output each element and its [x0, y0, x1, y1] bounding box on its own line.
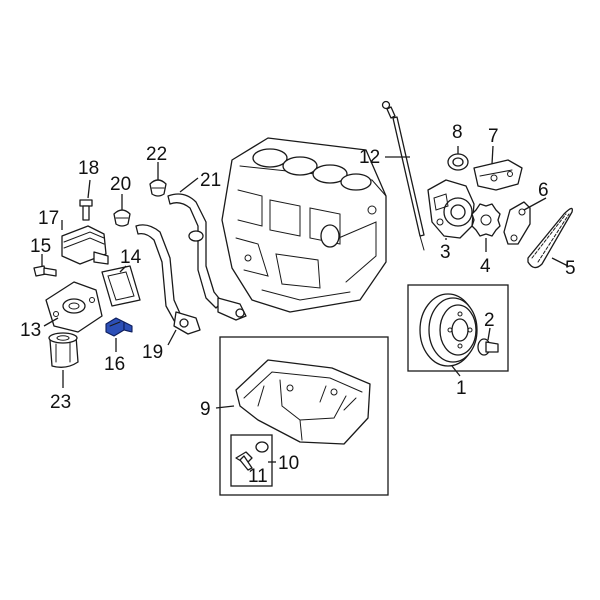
hose-clamp — [149, 179, 167, 197]
callout-9: 9 — [200, 399, 211, 420]
callout-10: 10 — [278, 453, 299, 474]
oil-pan-group-box — [219, 336, 389, 496]
leader-lines — [41, 145, 569, 463]
engine-block — [221, 137, 387, 313]
oil-pump — [427, 179, 475, 239]
oil-pump-seal — [447, 153, 469, 171]
crankshaft-pulley — [419, 293, 478, 367]
oil-filter-adapter — [45, 281, 103, 333]
oil-hose-upper — [167, 193, 247, 321]
callout-8: 8 — [452, 122, 463, 143]
callout-15: 15 — [30, 236, 51, 257]
callout-21: 21 — [200, 170, 221, 191]
callout-23: 23 — [50, 392, 71, 413]
callout-5: 5 — [565, 258, 576, 279]
callout-2: 2 — [484, 310, 495, 331]
mounting-bolt — [33, 265, 57, 277]
callout-3: 3 — [440, 242, 451, 263]
oil-pump-chain — [527, 207, 573, 269]
callout-1: 1 — [456, 378, 467, 399]
oil-pressure-switch-highlighted — [105, 317, 133, 337]
hose-clamp-small — [113, 209, 131, 227]
pulley-group-box — [407, 284, 509, 372]
chain-tensioner — [503, 201, 531, 245]
filter-adapter-gasket — [101, 265, 141, 307]
callout-16: 16 — [104, 354, 125, 375]
callout-18: 18 — [78, 158, 99, 179]
callout-19: 19 — [142, 342, 163, 363]
callout-7: 7 — [488, 126, 499, 147]
callout-11: 11 — [248, 466, 268, 487]
chain-cover — [473, 159, 523, 191]
cooler-bolt — [79, 199, 93, 221]
callout-20: 20 — [110, 174, 131, 195]
pulley-bolt — [477, 338, 499, 356]
drain-plug — [235, 451, 253, 471]
oil-dipstick — [381, 100, 425, 251]
callout-4: 4 — [480, 256, 491, 277]
callout-12: 12 — [359, 147, 380, 168]
oil-hose-lower — [135, 224, 201, 335]
callout-22: 22 — [146, 144, 167, 165]
drain-plug-group-box — [230, 434, 273, 487]
callout-14: 14 — [120, 247, 142, 268]
oil-filter — [48, 332, 79, 368]
oil-pump-sprocket — [471, 203, 501, 237]
callout-13: 13 — [20, 320, 41, 341]
oil-cooler — [61, 225, 109, 265]
callout-17: 17 — [38, 208, 59, 229]
drain-plug-gasket — [255, 441, 269, 453]
callout-6: 6 — [538, 180, 549, 201]
callout-labels: 1 2 3 4 5 6 7 8 9 10 11 12 13 14 15 16 1… — [20, 122, 576, 487]
oil-pan — [235, 359, 371, 445]
